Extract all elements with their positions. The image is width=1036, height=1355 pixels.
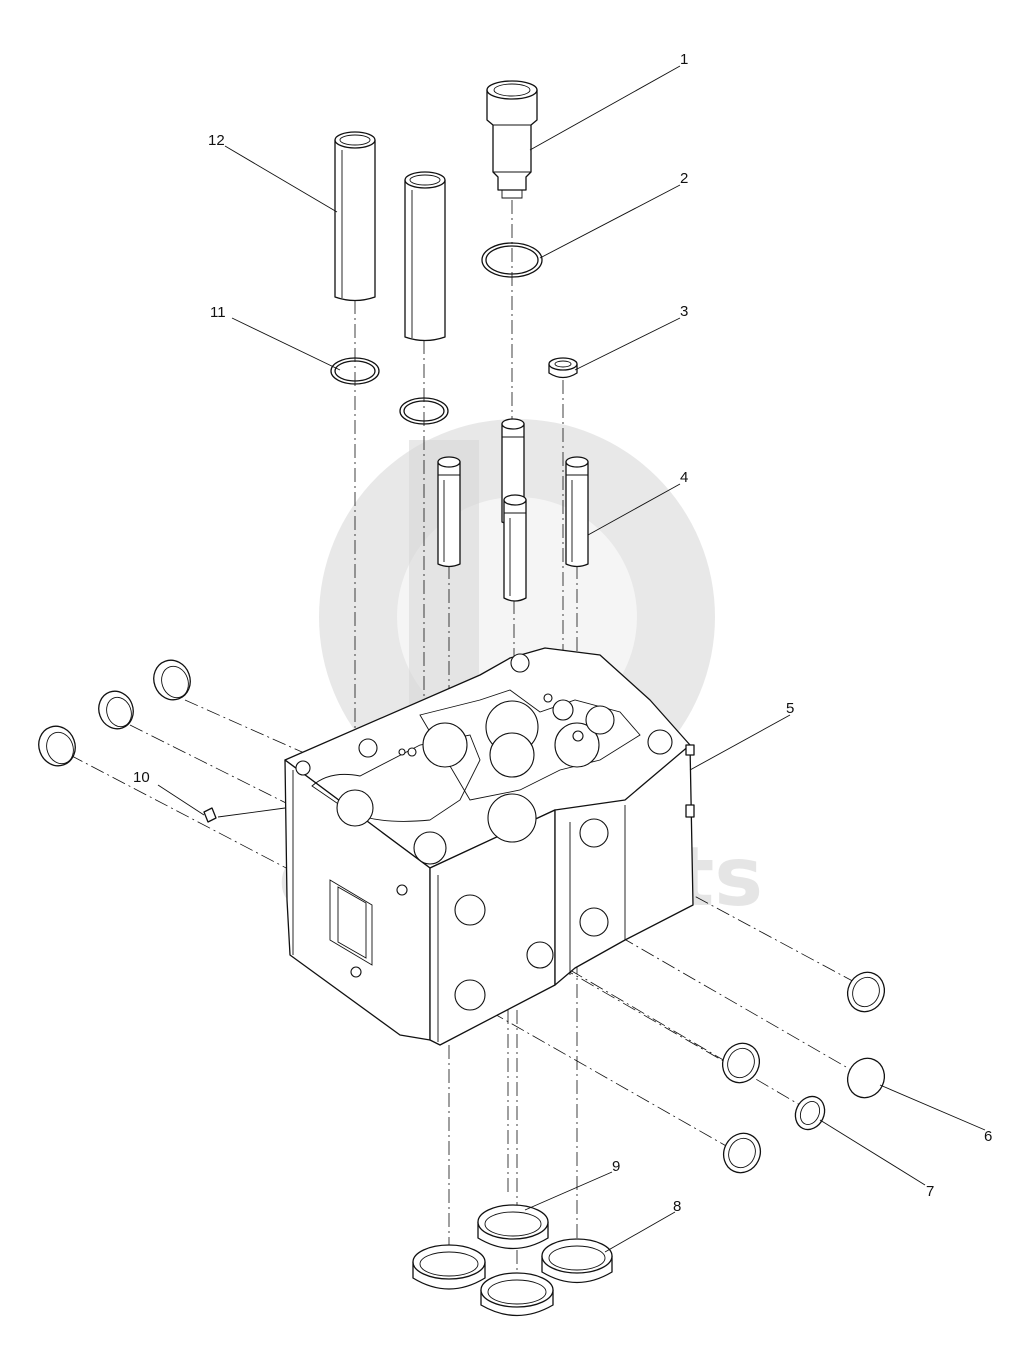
part-7-ring-2 — [794, 1095, 826, 1131]
part-4-valve-guide-3 — [503, 494, 527, 602]
part-12-sleeve — [334, 131, 376, 302]
side-cup-plug-3 — [38, 725, 76, 767]
part-3-cap — [548, 357, 578, 379]
callout-11: 11 — [210, 304, 226, 321]
part-1-injector-sleeve — [486, 80, 538, 199]
part-7-ring — [721, 1042, 761, 1084]
callout-5: 5 — [786, 700, 794, 717]
callout-12: 12 — [208, 132, 225, 149]
callout-9: 9 — [612, 1158, 620, 1175]
leader-lines — [157, 65, 986, 1253]
callout-1: 1 — [680, 51, 688, 68]
callout-6: 6 — [984, 1128, 992, 1145]
side-cup-plug — [153, 659, 191, 701]
part-6-plug-2 — [846, 1057, 886, 1099]
part-11-o-ring — [330, 357, 380, 385]
part-11-o-ring-2 — [399, 397, 449, 425]
callout-10: 10 — [133, 769, 150, 786]
callout-4: 4 — [680, 469, 688, 486]
callout-2: 2 — [680, 170, 688, 187]
part-4-valve-guide-4 — [565, 456, 589, 568]
callout-8: 8 — [673, 1198, 681, 1215]
part-12-sleeve-2 — [404, 171, 446, 342]
part-9-seat-ring — [477, 1204, 549, 1250]
callout-3: 3 — [680, 303, 688, 320]
callout-7: 7 — [926, 1183, 934, 1200]
part-8-seat-ring — [412, 1244, 486, 1290]
side-cup-plug-2 — [98, 690, 134, 730]
part-7-ring-3 — [722, 1132, 762, 1174]
callout-labels: 1 2 3 4 5 6 7 8 9 10 11 12 — [133, 51, 992, 1215]
part-4-valve-guide — [437, 456, 461, 568]
part-8-seat-ring-2 — [480, 1272, 554, 1317]
part-5-cylinder-head — [284, 647, 695, 1046]
part-8-seat-ring-3 — [541, 1238, 613, 1284]
part-2-o-ring — [481, 242, 543, 278]
part-6-plug — [846, 971, 886, 1013]
part-10-plug — [203, 807, 217, 823]
